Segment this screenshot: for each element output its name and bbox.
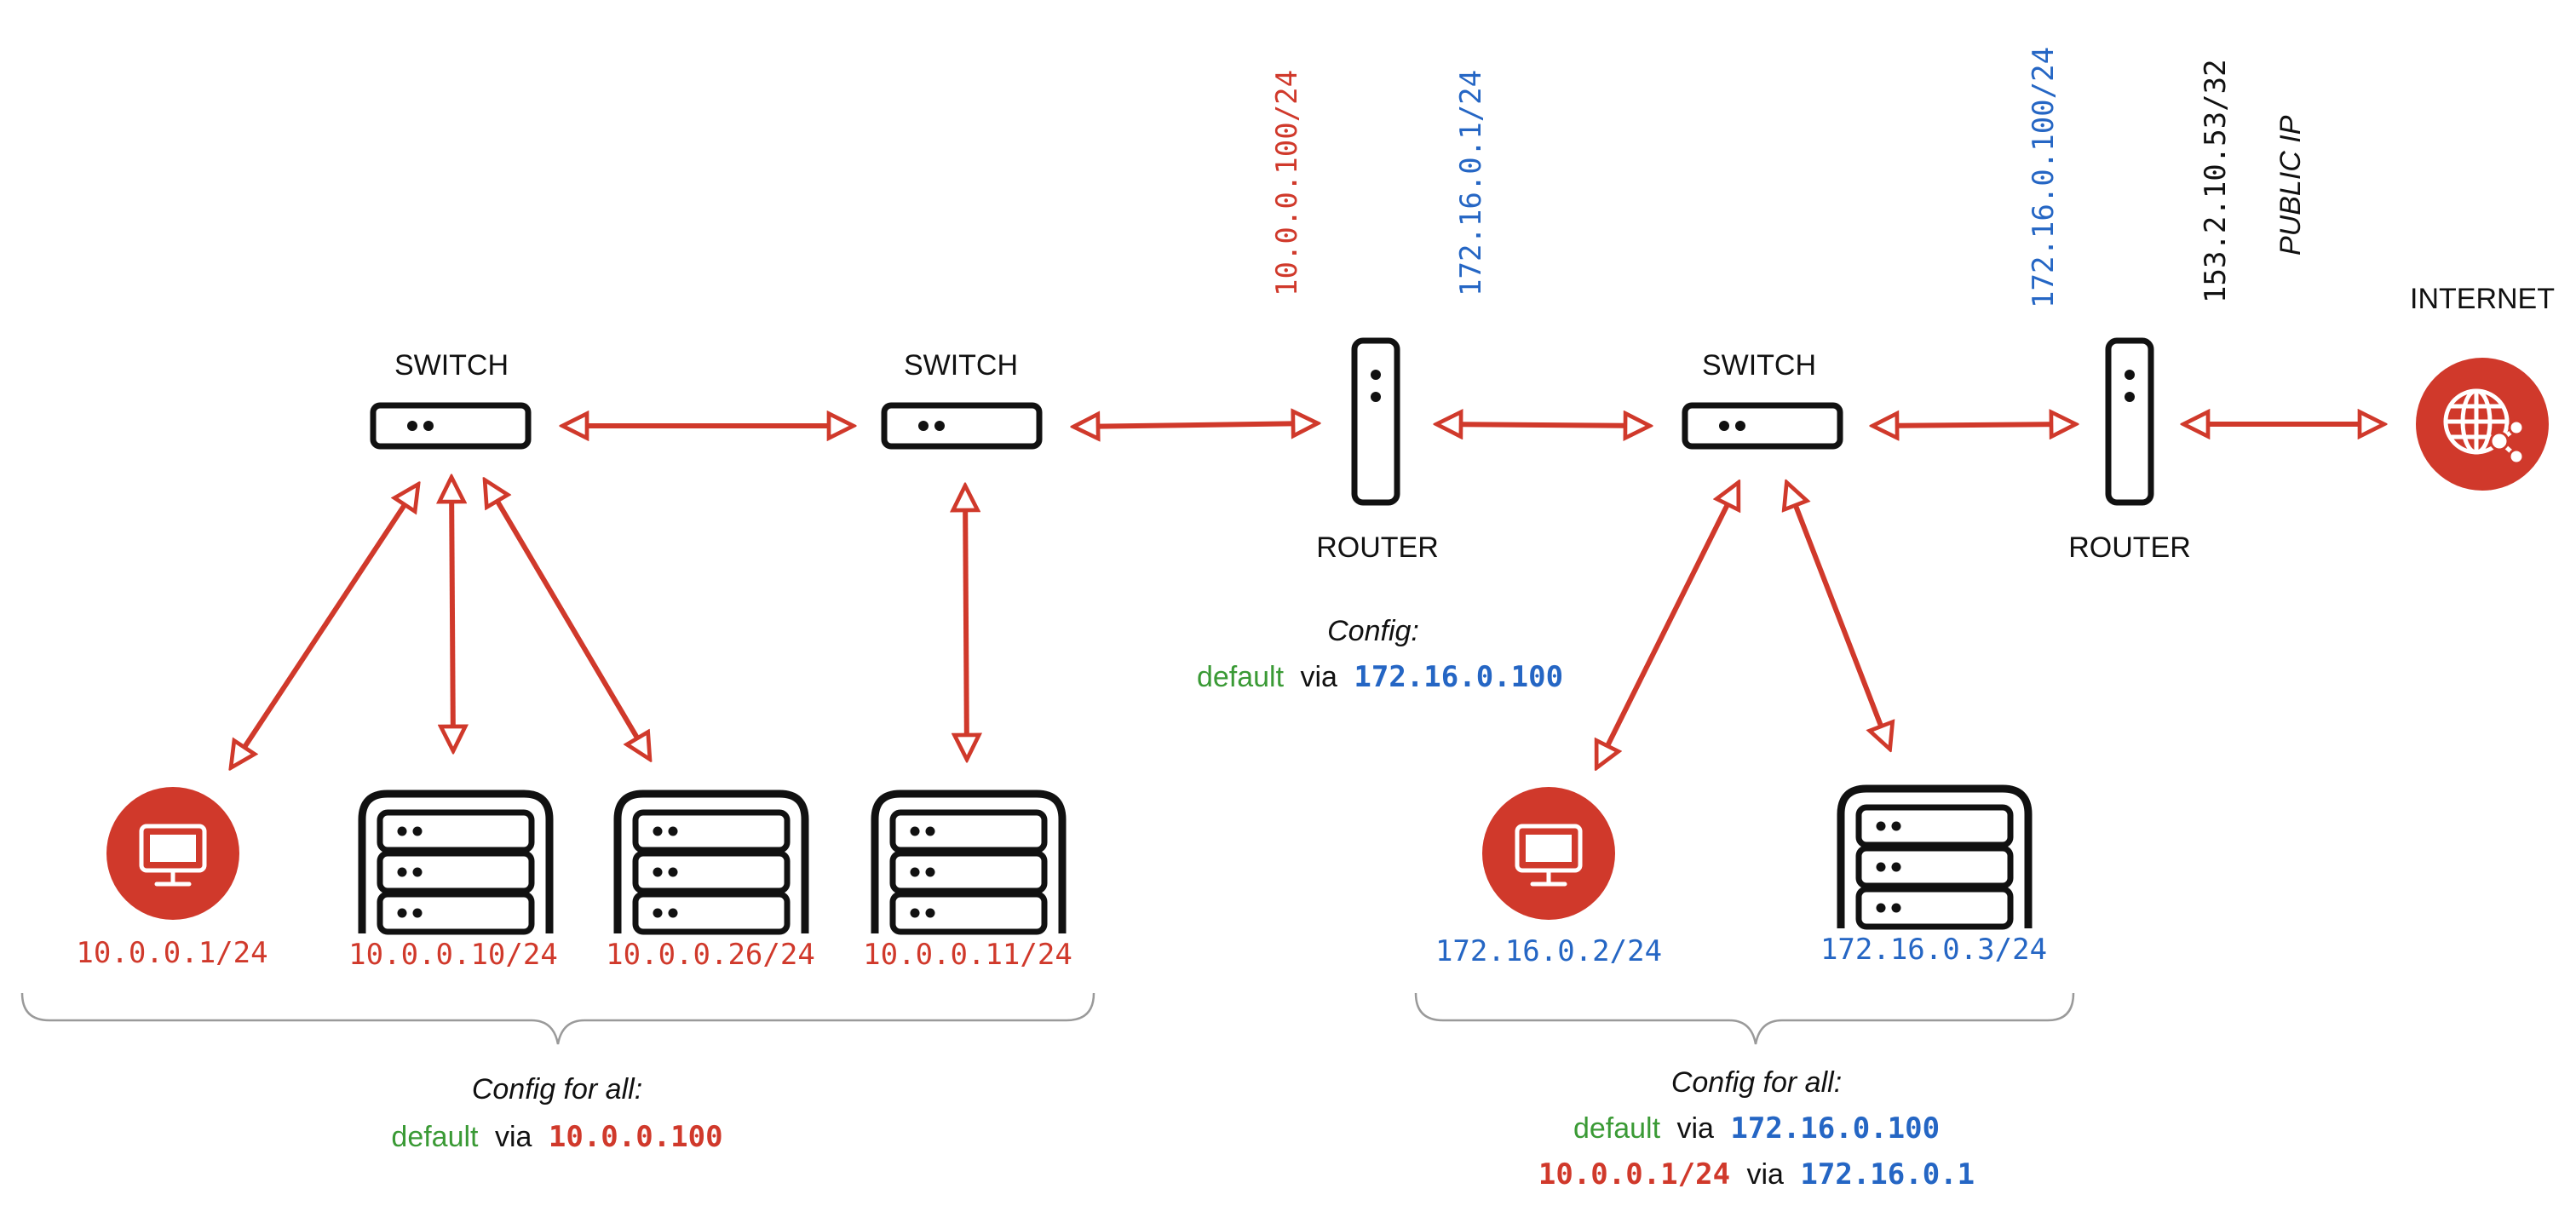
- switch-2-label: SWITCH: [904, 349, 1018, 382]
- switch-2: SWITCH: [881, 349, 1043, 450]
- router-2-wan-ip: 153.2.10.53/32: [2199, 59, 2233, 303]
- left-group-config: Config for all: default via 10.0.0.100: [391, 1073, 722, 1154]
- right-group-brace: [1414, 992, 2075, 1045]
- server-icon: [613, 790, 809, 935]
- link-switch1-server-b: [486, 481, 649, 758]
- server-icon: [871, 790, 1067, 935]
- link-switch3-server-d: [1787, 484, 1889, 748]
- router-1-lan-ip: 10.0.0.100/24: [1270, 70, 1304, 296]
- router-1: ROUTER: [1316, 337, 1439, 564]
- switch-3: SWITCH: [1682, 349, 1843, 450]
- server-d: [1837, 784, 2033, 930]
- public-ip-label: PUBLIC IP: [2274, 115, 2307, 256]
- route-gateway: 172.16.0.100: [1354, 660, 1563, 694]
- route-gateway: 172.16.0.100: [1730, 1111, 1940, 1146]
- router-led: [2125, 370, 2135, 380]
- route-via-word: via: [1300, 661, 1337, 693]
- left-group-brace: [20, 992, 1095, 1045]
- router-icon: [2105, 337, 2154, 506]
- server-c-ip: 10.0.0.11/24: [863, 938, 1072, 972]
- switch-1-label: SWITCH: [394, 349, 509, 382]
- monitor-icon: [1482, 787, 1615, 920]
- router-1-config-route: default via 172.16.0.100: [1197, 660, 1563, 694]
- right-group-config-default-route: default via 172.16.0.100: [1573, 1111, 1940, 1146]
- switch-icon: [881, 402, 1043, 450]
- host-b: 172.16.0.2/24: [1435, 787, 1662, 968]
- route-via-word: via: [1676, 1112, 1714, 1145]
- switch-led: [423, 421, 434, 431]
- link-switch3-router2: [1874, 424, 2074, 426]
- switch-icon: [370, 402, 532, 450]
- router-1-wan-ip: 172.16.0.1/24: [1454, 70, 1488, 296]
- switch-led: [407, 421, 417, 431]
- route-default-word: default: [1573, 1112, 1661, 1145]
- connection-arrows: [232, 423, 2383, 767]
- left-group-config-route: default via 10.0.0.100: [391, 1120, 722, 1154]
- globe-network-icon: [2416, 358, 2549, 491]
- server-c: [871, 790, 1067, 935]
- router-2-lan-ip: 172.16.0.100/24: [2027, 47, 2061, 308]
- link-switch2-router1: [1075, 423, 1316, 427]
- router-led: [1371, 392, 1381, 402]
- route-default-word: default: [391, 1121, 479, 1153]
- router-1-config: Config: default via 172.16.0.100: [1197, 615, 1563, 694]
- switch-3-label: SWITCH: [1702, 349, 1816, 382]
- route-gateway: 10.0.0.100: [549, 1120, 723, 1154]
- link-switch2-server-c: [965, 487, 967, 758]
- router-1-addresses: 10.0.0.100/24 172.16.0.1/24: [1270, 70, 1488, 296]
- link-switch1-server-a: [451, 479, 453, 749]
- monitor-icon: [106, 787, 239, 920]
- host-a: 10.0.0.1/24: [76, 787, 268, 970]
- link-switch3-host-b: [1597, 484, 1738, 767]
- right-group-config-static-route: 10.0.0.1/24 via 172.16.0.1: [1538, 1157, 1975, 1192]
- link-router1-switch3: [1438, 424, 1648, 426]
- route-via-word: via: [495, 1121, 532, 1153]
- router-icon: [1351, 337, 1400, 506]
- route-destination: 10.0.0.1/24: [1538, 1157, 1730, 1192]
- route-gateway: 172.16.0.1: [1800, 1157, 1975, 1192]
- router-led: [2125, 392, 2135, 402]
- server-d-ip: 172.16.0.3/24: [1820, 933, 2047, 967]
- internet-label: INTERNET: [2410, 283, 2555, 315]
- server-b: [613, 790, 809, 935]
- router-2-addresses: 172.16.0.100/24 153.2.10.53/32 PUBLIC IP: [2027, 47, 2307, 308]
- server-a: [358, 790, 554, 935]
- route-default-word: default: [1197, 661, 1285, 693]
- switch-led: [918, 421, 929, 431]
- switch-1: SWITCH: [370, 349, 532, 450]
- server-icon: [1837, 784, 2033, 930]
- router-2-label: ROUTER: [2068, 531, 2191, 564]
- right-group-config: Config for all: default via 172.16.0.100…: [1538, 1066, 1975, 1192]
- router-1-config-title: Config:: [1327, 615, 1419, 647]
- internet-node: INTERNET: [2410, 283, 2555, 491]
- router-1-label: ROUTER: [1316, 531, 1439, 564]
- server-a-ip: 10.0.0.10/24: [348, 938, 558, 972]
- link-switch1-host-a: [232, 485, 417, 767]
- host-b-ip: 172.16.0.2/24: [1435, 934, 1662, 968]
- server-icon: [358, 790, 554, 935]
- route-via-word: via: [1747, 1158, 1785, 1191]
- host-a-ip: 10.0.0.1/24: [76, 936, 267, 970]
- switch-led: [934, 421, 945, 431]
- server-b-ip: 10.0.0.26/24: [606, 938, 815, 972]
- switch-led: [1735, 421, 1745, 431]
- left-group-config-title: Config for all:: [472, 1073, 642, 1106]
- right-group-config-title: Config for all:: [1671, 1066, 1842, 1099]
- switch-led: [1719, 421, 1729, 431]
- router-2: ROUTER: [2068, 337, 2191, 564]
- router-led: [1371, 370, 1381, 380]
- switch-icon: [1682, 402, 1843, 450]
